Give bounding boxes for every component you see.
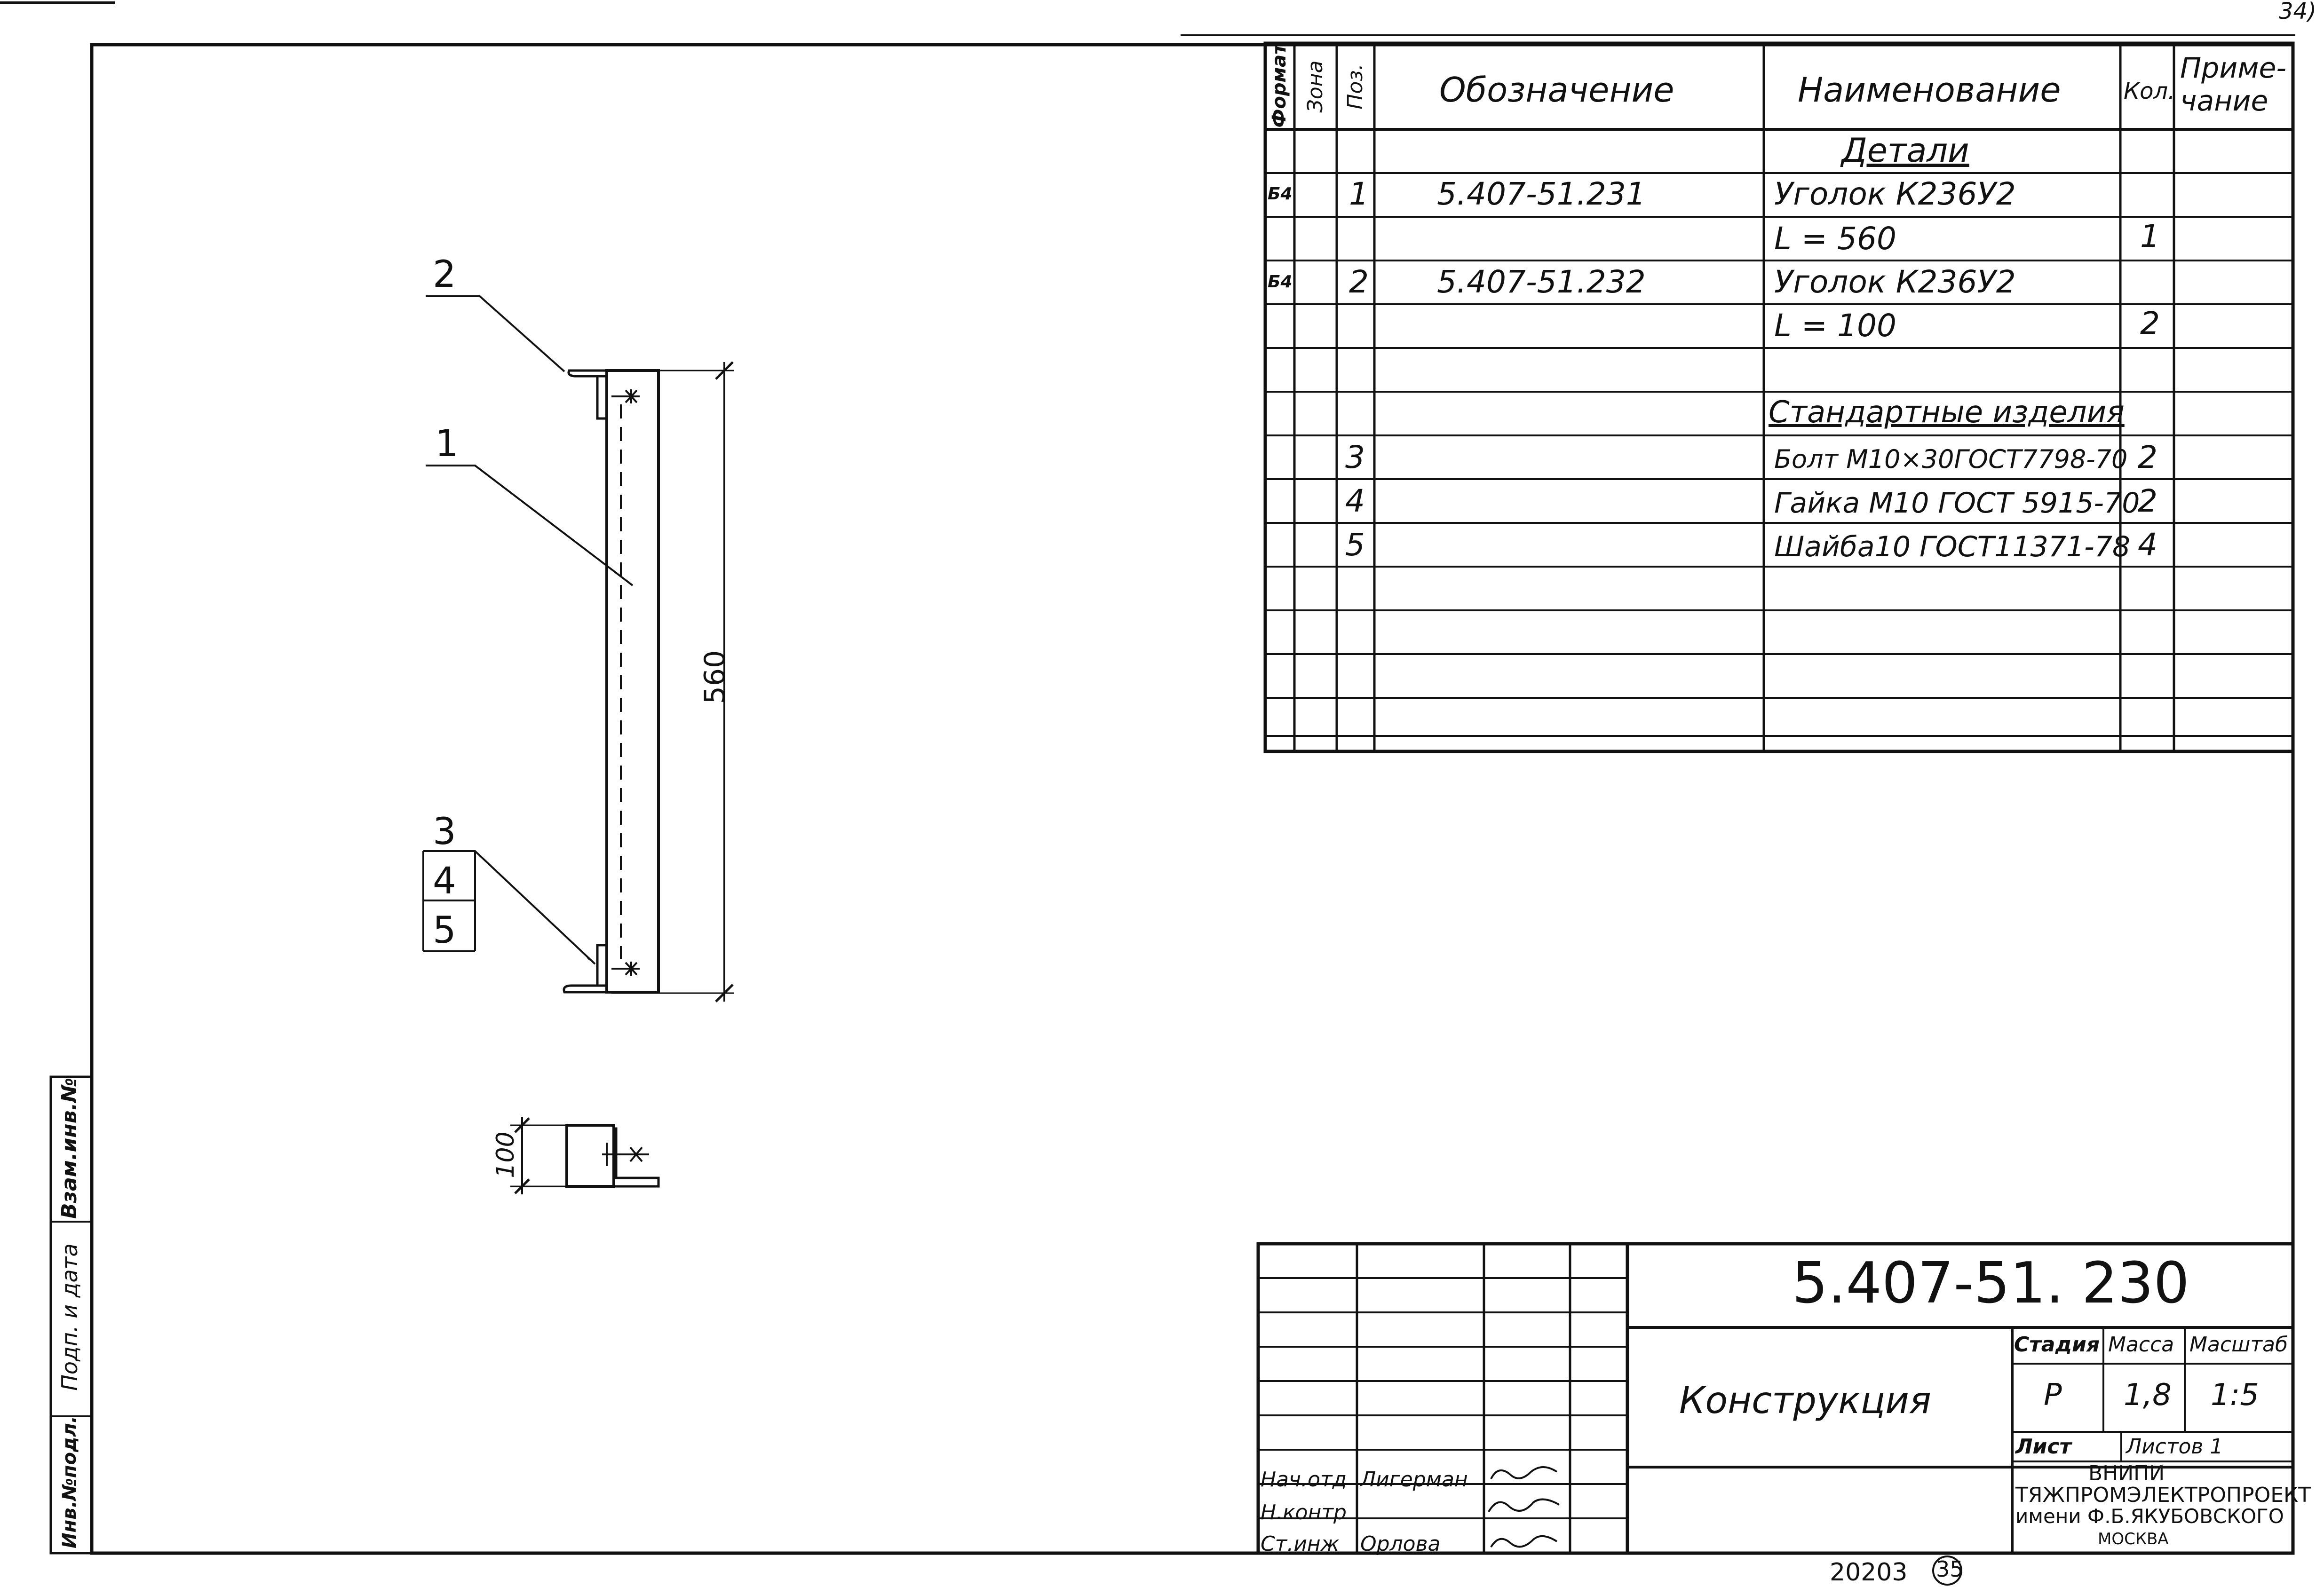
header-note-line1: Приме-	[2180, 52, 2287, 85]
stamp-inv-orig: Инв.№подл.	[51, 1416, 92, 1553]
row5-qty: 2	[2138, 439, 2157, 475]
row3-format: Б4	[1268, 272, 1293, 292]
row3-name: Уголок К236У2	[1774, 264, 2016, 300]
bottom-number: 20203	[1830, 1558, 1908, 1587]
header-zone-text: Зона	[1303, 60, 1327, 113]
row3-designation: 5.407-51.232	[1437, 264, 1646, 300]
header-format-text: Формат	[1269, 43, 1290, 128]
dim-width-text: 100	[492, 1131, 520, 1178]
stage-value: Р	[2044, 1378, 2062, 1413]
section-details: Детали	[1841, 131, 1969, 170]
stamp-sign-date-text: Подп. и дата	[57, 1243, 82, 1391]
row5-name: Болт М10×30ГОСТ7798-70	[1774, 444, 2128, 474]
leader-label-5: 5	[433, 909, 456, 952]
stamp-inv-sub: Взам.инв.№	[51, 1077, 92, 1222]
leader-label-2: 2	[433, 253, 456, 296]
sheet-label: Лист	[2015, 1435, 2071, 1459]
bottom-sheet: 35	[1936, 1556, 1964, 1582]
side-stamp-box	[49, 1075, 93, 1555]
sheet-circle	[1932, 1555, 1962, 1586]
stamp-inv-sub-text: Взам.инв.№	[57, 1077, 81, 1219]
leader-lines	[422, 295, 634, 965]
org-line-3: имени Ф.Б.ЯКУБОВСКОГО	[2015, 1505, 2284, 1528]
corner-number: 34)	[2279, 0, 2316, 24]
header-note-line2: чание	[2180, 85, 2268, 118]
doc-number: 5.407-51. 230	[1792, 1251, 2189, 1316]
dim-length-text: 560	[698, 650, 731, 704]
mass-value: 1,8	[2124, 1378, 2172, 1413]
dim-width-box: 100	[482, 1131, 529, 1178]
row1-designation: 5.407-51.231	[1437, 176, 1646, 212]
org-line-1: ВНИПИ	[2088, 1461, 2165, 1485]
row1-name: Уголок К236У2	[1774, 176, 2016, 212]
role-senior-engineer: Ст.инж	[1261, 1532, 1340, 1556]
row7-pos: 5	[1345, 527, 1365, 563]
doc-title: Конструкция	[1679, 1380, 1931, 1422]
section-standard: Стандартные изделия	[1769, 395, 2125, 430]
stage-label: Стадия	[2014, 1333, 2100, 1357]
row7-qty: 4	[2138, 527, 2157, 563]
header-designation: Обозначение	[1439, 70, 1674, 110]
org-line-4: МОСКВА	[2098, 1530, 2169, 1548]
row2-name: L = 560	[1774, 221, 1897, 257]
dimension-length	[611, 361, 734, 1003]
row5-pos: 3	[1345, 439, 1365, 475]
spec-table-grid	[1263, 41, 2295, 753]
leader-label-3: 3	[433, 811, 456, 853]
part-side-view	[510, 1117, 660, 1194]
row6-name: Гайка М10 ГОСТ 5915-70	[1774, 487, 2140, 520]
leader-label-1: 1	[435, 423, 459, 465]
row1-pos: 1	[1349, 176, 1369, 212]
sheet-frame	[90, 43, 2295, 1555]
row4-name: L = 100	[1774, 308, 1897, 344]
name-head-dept: Лигерман	[1360, 1468, 1468, 1492]
row6-qty: 2	[2138, 483, 2157, 519]
row1-format: Б4	[1268, 184, 1293, 204]
scale-value: 1:5	[2211, 1378, 2259, 1413]
row7-name: Шайба10 ГОСТ11371-78	[1774, 530, 2131, 563]
row2-qty: 1	[2140, 218, 2160, 254]
header-zone: Зона	[1294, 43, 1337, 129]
header-name: Наименование	[1798, 70, 2061, 110]
scale-label: Масштаб	[2189, 1333, 2288, 1357]
header-qty: Кол.	[2124, 78, 2175, 104]
title-block-grid	[1256, 1242, 2295, 1555]
row6-pos: 4	[1345, 483, 1365, 519]
sheets-label: Листов 1	[2126, 1435, 2223, 1459]
header-format: Формат	[1265, 43, 1294, 129]
mass-label: Масса	[2108, 1333, 2174, 1357]
leader-label-4: 4	[433, 860, 456, 902]
header-pos-text: Поз.	[1343, 63, 1367, 110]
signatures	[1488, 1466, 1560, 1548]
dim-length-box: 560	[687, 649, 743, 705]
stamp-inv-orig-text: Инв.№подл.	[59, 1416, 80, 1548]
part-front-view	[563, 369, 660, 994]
header-pos: Поз.	[1337, 43, 1374, 129]
org-line-2: ТЯЖПРОМЭЛЕКТРОПРОЕКТ	[2015, 1483, 2311, 1507]
row4-qty: 2	[2140, 305, 2160, 341]
name-senior-engineer: Орлова	[1360, 1532, 1441, 1556]
role-norm-control: Н.контр	[1261, 1500, 1347, 1524]
row3-pos: 2	[1349, 264, 1369, 300]
stamp-sign-date: Подп. и дата	[51, 1222, 92, 1416]
role-head-dept: Нач.отд	[1261, 1468, 1347, 1492]
